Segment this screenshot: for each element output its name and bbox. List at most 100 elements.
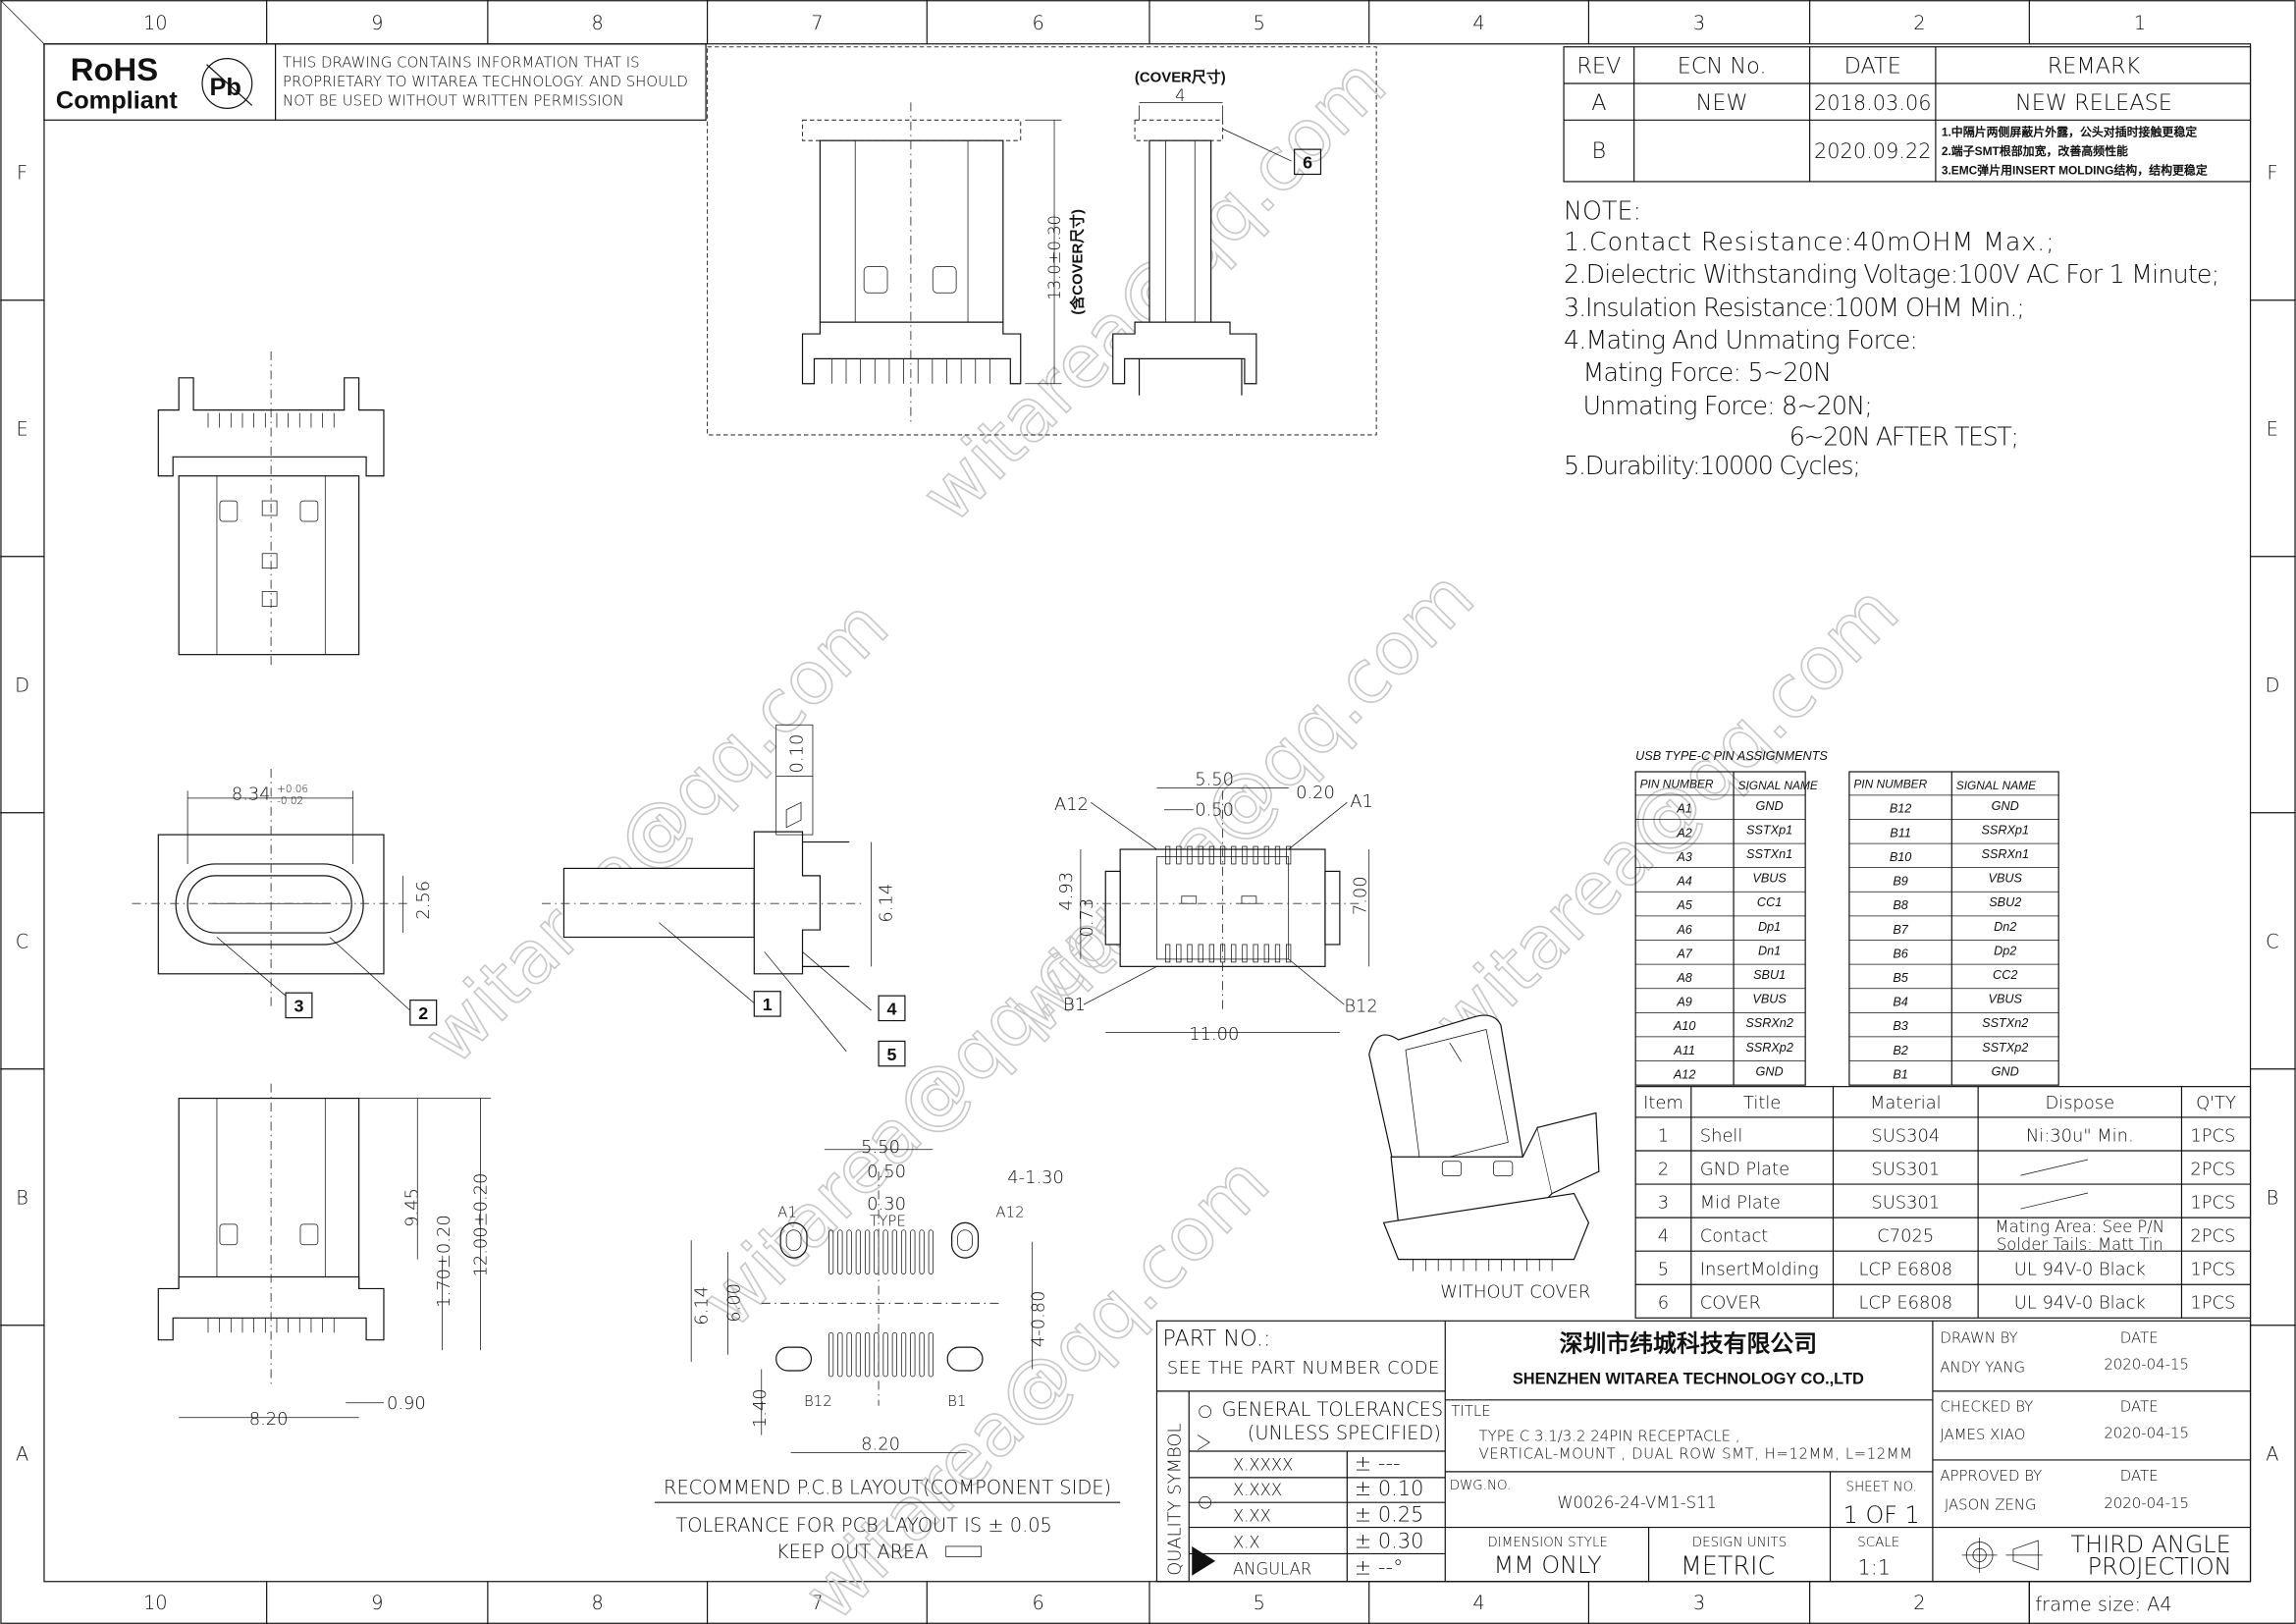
pin-number: A8 — [1676, 971, 1691, 985]
dim-label: 0.30 — [867, 1194, 906, 1215]
pin-number: B6 — [1893, 947, 1908, 960]
column-zone-label: 8 — [592, 12, 604, 34]
pcb-pad — [837, 1229, 843, 1274]
dim-tolerance: -0.02 — [277, 795, 303, 807]
signal-name: SSTXp2 — [1982, 1041, 2028, 1055]
pcb-pad — [910, 1331, 916, 1378]
signal-name-header: SIGNAL NAME — [1738, 779, 1819, 792]
column-zone-label: 3 — [1693, 12, 1705, 34]
pcb-pad — [874, 1331, 880, 1378]
bom-cell: SUS304 — [1871, 1125, 1940, 1146]
title-line: VERTICAL-MOUNT , DUAL ROW SMT, H=12MM, L… — [1479, 1444, 1912, 1462]
balloon-6: 6 — [1294, 148, 1322, 176]
bom-cell: InsertMolding — [1700, 1260, 1819, 1280]
date-label: DATE — [2120, 1329, 2159, 1347]
pcb-pad — [846, 1229, 852, 1274]
contact-pad — [1253, 944, 1258, 963]
projection-label: THIRD ANGLE — [2071, 1531, 2231, 1558]
contact-pad — [1286, 944, 1292, 963]
design-units-label: DESIGN UNITS — [1692, 1536, 1787, 1550]
dim-label: 0.90 — [387, 1393, 426, 1414]
column-zone-label: 10 — [143, 1592, 168, 1614]
dwg-no-value: W0026-24-VM1-S11 — [1557, 1493, 1717, 1512]
pin-number: A7 — [1676, 947, 1692, 960]
bom-cell: 1PCS — [2190, 1293, 2235, 1314]
pin-number: A3 — [1676, 850, 1691, 864]
third-angle-projection-icon — [1961, 1538, 2043, 1573]
pcb-layout: 5.50 0.50 4-1.30 0.30 TYPE A1 A12 B12 B1… — [654, 1137, 1121, 1563]
bom-cell: 1PCS — [2190, 1125, 2235, 1146]
quality-symbol-icon — [1192, 1405, 1216, 1576]
tolerance-precision: X.XXX — [1233, 1481, 1282, 1499]
contact-pad — [1187, 845, 1193, 865]
bom-header: Dispose — [2045, 1093, 2114, 1113]
contact-pad — [1242, 944, 1248, 963]
pin-number: B12 — [1890, 802, 1912, 816]
unless-specified-label: (UNLESS SPECIFIED) — [1248, 1422, 1441, 1444]
approved-by-label: APPROVED BY — [1940, 1467, 2042, 1485]
general-tolerances-label: GENERAL TOLERANCES — [1222, 1398, 1444, 1421]
signal-name: SSRXp2 — [1745, 1041, 1793, 1055]
disclaimer-line: THIS DRAWING CONTAINS INFORMATION THAT I… — [283, 54, 640, 72]
date-value: 2018.03.06 — [1814, 91, 1932, 115]
bom-cell: 4 — [1658, 1226, 1669, 1247]
column-zone-label: 4 — [1472, 1592, 1484, 1614]
column-zone-label: 4 — [1472, 12, 1484, 34]
pin-number: A4 — [1676, 875, 1691, 889]
title-line: TYPE C 3.1/3.2 24PIN RECEPTACLE , — [1479, 1428, 1740, 1445]
dim-label: 4-0.80 — [1029, 1290, 1049, 1347]
bom-cell-line: Solder Tails: Matt Tin — [1997, 1235, 2163, 1254]
signal-name: GND — [1992, 799, 2019, 813]
pin-number: A6 — [1676, 923, 1692, 937]
pin-label: A12 — [1054, 794, 1089, 815]
signal-name-header: SIGNAL NAME — [1956, 779, 2037, 792]
column-zone-label: 7 — [811, 1592, 823, 1614]
disclaimer-line: NOT BE USED WITHOUT WRITTEN PERMISSION — [283, 91, 624, 109]
bom-border — [1634, 1086, 2252, 1319]
contact-pad — [1242, 845, 1248, 865]
company-name-cn: 深圳市纬城科技有限公司 — [1560, 1330, 1817, 1358]
bom-cell: UL 94V-0 Black — [2014, 1260, 2146, 1280]
contact-pad — [1187, 944, 1193, 963]
date-header: DATE — [1844, 54, 1901, 80]
rev-value: B — [1592, 138, 1607, 164]
approved-date-value: 2020-04-15 — [2104, 1494, 2189, 1512]
signal-name: Dn2 — [1994, 920, 2016, 934]
frame-size-label: frame size: A4 — [2035, 1594, 2171, 1616]
dim-label: 12.00±0.20 — [470, 1173, 491, 1277]
lead-free-icon: Pb — [201, 58, 253, 109]
notes-heading: NOTE: — [1564, 196, 1641, 226]
cover-dim-label: (COVER尺寸) — [1135, 69, 1226, 86]
row-zone-label: D — [2265, 675, 2279, 697]
pcb-pad — [828, 1331, 834, 1378]
checked-by-value: JAMES XIAO — [1940, 1426, 2025, 1443]
dim-label: 1.70±0.20 — [434, 1215, 454, 1308]
dwg-no-label: DWG.NO. — [1450, 1479, 1512, 1493]
column-zone-label: 2 — [1913, 12, 1925, 34]
rohs-block: RoHS Compliant Pb THIS DRAWING CONTAINS … — [43, 43, 707, 121]
signal-name: CC2 — [1993, 968, 2017, 982]
pcb-pad — [864, 1229, 871, 1274]
column-zone-label: 6 — [1032, 1592, 1043, 1614]
pin-number: B7 — [1893, 923, 1908, 937]
dim-label: 0.50 — [867, 1162, 906, 1182]
pin-number: B1 — [1893, 1067, 1907, 1081]
pin-label: B1 — [1063, 995, 1086, 1015]
contact-pad — [1274, 944, 1281, 963]
pcb-pad — [855, 1331, 861, 1378]
pin-label: A12 — [995, 1203, 1024, 1220]
balloon-3: 3 — [285, 992, 313, 1019]
tolerance-value: ± --- — [1355, 1451, 1401, 1475]
pcb-pad — [828, 1229, 834, 1274]
dim-label: 2.56 — [413, 881, 434, 920]
view-front-opening: 8.34 +0.06 -0.02 2.56 — [132, 769, 434, 1011]
balloon-5: 5 — [878, 1040, 906, 1067]
bom-cell: COVER — [1700, 1293, 1761, 1314]
contact-pad — [1231, 944, 1237, 963]
bom-cell-line: Mating Area: See P/N — [1996, 1218, 2165, 1236]
pcb-pad — [891, 1331, 897, 1378]
column-zone-label: 3 — [1693, 1592, 1705, 1614]
